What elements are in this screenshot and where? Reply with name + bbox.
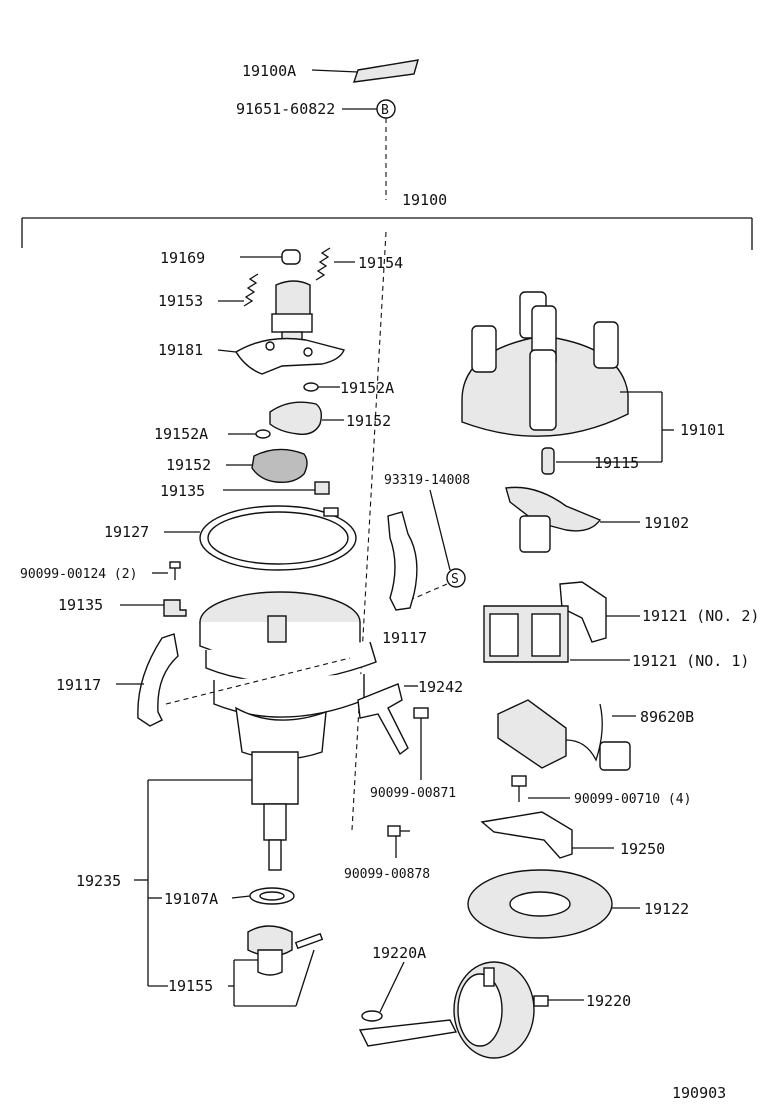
- clip-19135-lower: [163, 599, 187, 617]
- carbon-19115: [541, 447, 555, 475]
- clip-19135-upper: [314, 481, 330, 495]
- callout-19135-upper: 19135: [160, 482, 205, 500]
- callout-19153: 19153: [158, 292, 203, 310]
- igniter-89620B: [497, 699, 631, 771]
- rotor-19102: [505, 486, 602, 553]
- callout-19169: 19169: [160, 249, 205, 267]
- callout-19122: 19122: [644, 900, 689, 918]
- callout-90099-00710: 90099-00710 (4): [574, 792, 691, 807]
- clip-19152A-lower: [255, 429, 271, 439]
- callout-19152A-upper: 19152A: [340, 379, 394, 397]
- gasket-19127: [199, 505, 357, 571]
- distributor-housing: [199, 591, 377, 871]
- breaker-plate-19122: [467, 869, 613, 939]
- callout-19220A: 19220A: [372, 944, 426, 962]
- vacuum-advancer-19220: [358, 961, 549, 1059]
- callout-19102: 19102: [644, 514, 689, 532]
- screw-90099-00710: [511, 775, 527, 802]
- callout-19117-left: 19117: [56, 676, 101, 694]
- callout-19152-upper: 19152: [346, 412, 391, 430]
- bolt-b-letter: B: [381, 103, 389, 118]
- coil-19121-no1: [483, 605, 569, 663]
- callout-91651-60822: 91651-60822: [236, 100, 335, 118]
- screw-90099-00871: [413, 707, 429, 760]
- callout-19100: 19100: [402, 191, 447, 209]
- bracket-19117-left: [137, 633, 179, 727]
- callout-19100A: 19100A: [242, 62, 296, 80]
- gear-19155: [247, 925, 324, 976]
- assembly-bracket: [21, 217, 753, 250]
- callout-19101: 19101: [680, 421, 725, 439]
- callout-19152-lower: 19152: [166, 456, 211, 474]
- callout-19121-no2: 19121 (NO. 2): [642, 607, 759, 625]
- cap-19169: [281, 249, 301, 265]
- pickup-19250: [480, 811, 573, 859]
- callout-19115: 19115: [594, 454, 639, 472]
- callout-19250: 19250: [620, 840, 665, 858]
- callout-19117-right: 19117: [382, 629, 427, 647]
- washer-19107A: [249, 887, 295, 905]
- screw-90099-00878: [387, 825, 410, 837]
- callout-89620B: 89620B: [640, 708, 694, 726]
- screw-90099-00124: [169, 561, 181, 580]
- callout-19155: 19155: [168, 977, 213, 995]
- bracket-19242: [357, 683, 409, 756]
- weight-19152-lower: [251, 448, 308, 484]
- bracket-19235: [134, 779, 252, 987]
- spring-19153: [243, 273, 259, 307]
- callout-19107A: 19107A: [164, 890, 218, 908]
- callout-90099-00878: 90099-00878: [344, 867, 430, 882]
- leader-19155: [228, 949, 315, 1007]
- distributor-cap-19101: [461, 291, 629, 437]
- bracket-19101: [620, 391, 674, 462]
- clip-19152A-upper: [303, 382, 319, 392]
- label-plate-19100A: [352, 59, 419, 83]
- spring-19154: [315, 247, 331, 281]
- callout-19181: 19181: [158, 341, 203, 359]
- callout-90099-00124: 90099-00124 (2): [20, 567, 137, 582]
- callout-93319-14008: 93319-14008: [384, 473, 470, 488]
- callout-19121-no1: 19121 (NO. 1): [632, 652, 749, 670]
- callout-19235: 19235: [76, 872, 121, 890]
- callout-19152A-lower: 19152A: [154, 425, 208, 443]
- callout-90099-00871: 90099-00871: [370, 786, 456, 801]
- clip-19220A: [361, 1010, 383, 1022]
- weight-19152-upper: [269, 401, 323, 435]
- callout-19154: 19154: [358, 254, 403, 272]
- screw-s-letter: S: [451, 572, 459, 587]
- figure-code: 190903: [672, 1084, 726, 1102]
- callout-19127: 19127: [104, 523, 149, 541]
- screw-s-symbol: S: [446, 568, 466, 588]
- bolt-b-symbol: B: [376, 99, 396, 119]
- callout-19242: 19242: [418, 678, 463, 696]
- callout-19135-lower: 19135: [58, 596, 103, 614]
- governor-shaft-19181: [235, 280, 345, 375]
- bracket-19117-right: [387, 511, 418, 611]
- callout-19220: 19220: [586, 992, 631, 1010]
